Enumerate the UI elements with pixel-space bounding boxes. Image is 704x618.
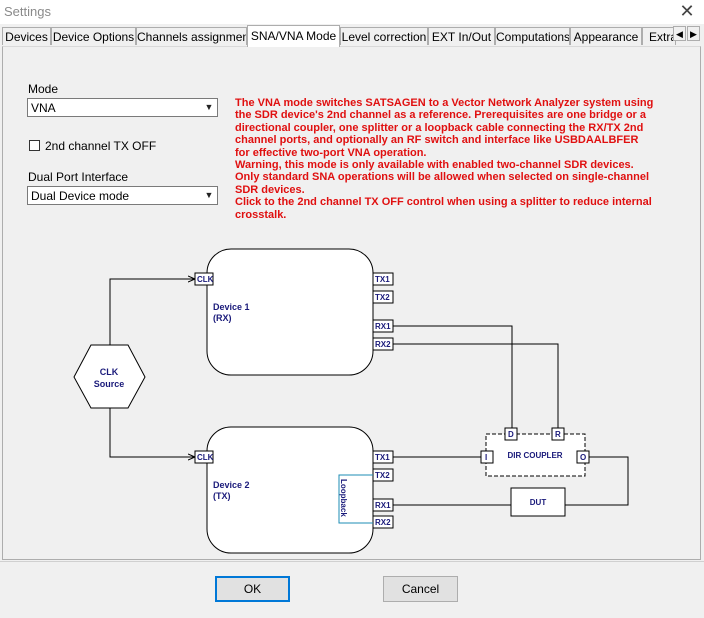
cancel-button[interactable]: Cancel	[383, 576, 458, 602]
coupler-port-label: I	[485, 453, 487, 462]
dir-coupler-label: DIR COUPLER	[507, 451, 562, 460]
port-label: TX1	[375, 453, 390, 462]
info-line: Warning, this mode is only available wit…	[235, 159, 634, 172]
coupler-port-i	[480, 450, 494, 464]
device1-name: Device 1	[213, 302, 250, 312]
device2-sub: (TX)	[213, 491, 231, 501]
port-label: TX2	[375, 293, 390, 302]
port-clk-1	[194, 272, 214, 286]
port-label: TX1	[375, 275, 390, 284]
clk-wire-device1	[109, 279, 195, 345]
mode-value: VNA	[31, 101, 56, 115]
tab-scroll-right-icon[interactable]: ▶	[687, 26, 700, 41]
port-label: RX2	[375, 340, 391, 349]
clk-source-hexagon	[73, 344, 146, 409]
port-label: RX1	[375, 501, 391, 510]
port-label: CLK	[197, 453, 214, 462]
mode-select[interactable]: VNA ▼	[27, 98, 218, 117]
port-tx1-1	[372, 272, 394, 286]
second-channel-checkbox[interactable]	[29, 140, 40, 151]
clk-source-line2: Source	[94, 379, 125, 389]
info-line: SDR devices.	[235, 183, 305, 196]
coupler-port-o	[576, 450, 590, 464]
mode-label: Mode	[28, 82, 59, 96]
info-line: directional coupler, one splitter or a l…	[235, 121, 644, 134]
tab-devices[interactable]: Devices	[2, 27, 51, 45]
tab-computations[interactable]: Computations	[495, 27, 570, 45]
coupler-port-d	[504, 427, 518, 441]
device2-name: Device 2	[213, 480, 250, 490]
port-rx2-2	[372, 515, 394, 529]
dut-label: DUT	[530, 498, 547, 507]
info-line: Only standard SNA operations will be all…	[235, 171, 650, 184]
device2-box	[206, 426, 374, 554]
port-label: RX1	[375, 322, 391, 331]
port-clk-2	[194, 450, 214, 464]
tab-extra[interactable]: Extra	[642, 27, 676, 45]
tab-sna-vna-mode[interactable]: SNA/VNA Mode	[247, 25, 340, 47]
info-line: crosstalk.	[235, 208, 287, 221]
tab-scroll-left-icon[interactable]: ◀	[673, 26, 686, 41]
title-bar: Settings ✕	[0, 0, 704, 24]
device1-sub: (RX)	[213, 313, 232, 323]
loopback-label: Loopback	[339, 479, 348, 517]
info-line: channel ports, and optionally an RF swit…	[235, 134, 639, 147]
tab-ext-in-out[interactable]: EXT In/Out	[428, 27, 495, 45]
divider	[0, 561, 704, 562]
coupler-port-label: O	[580, 453, 586, 462]
tab-appearance[interactable]: Appearance	[570, 27, 642, 45]
info-line: the SDR device's 2nd channel as a refere…	[235, 109, 647, 122]
coupler-port-r	[551, 427, 565, 441]
vna-info-text: The VNA mode switches SATSAGEN to a Vect…	[235, 97, 695, 221]
dir-coupler-box	[485, 433, 586, 477]
device1-box	[206, 248, 374, 376]
close-icon[interactable]: ✕	[679, 1, 695, 21]
second-channel-label: 2nd channel TX OFF	[45, 139, 157, 153]
coupler-port-label: D	[508, 430, 514, 439]
port-tx2-1	[372, 290, 394, 304]
clk-source-line1: CLK	[100, 367, 119, 377]
loopback-cable	[338, 474, 373, 524]
tab-strip: Devices Device Options Channels assignme…	[0, 25, 704, 47]
port-label: RX2	[375, 518, 391, 527]
info-line: Click to the 2nd channel TX OFF control …	[235, 196, 652, 209]
chevron-down-icon: ▼	[204, 190, 214, 200]
dual-port-label: Dual Port Interface	[28, 170, 129, 184]
window-title: Settings	[4, 4, 51, 19]
clk-wire-device2	[109, 408, 195, 457]
tab-channels-assignment[interactable]: Channels assignment	[136, 27, 247, 45]
dut-box	[510, 487, 566, 517]
chevron-down-icon: ▼	[204, 102, 214, 112]
info-line: The VNA mode switches SATSAGEN to a Vect…	[235, 97, 654, 109]
dual-port-value: Dual Device mode	[31, 189, 130, 203]
wire-o-to-dut	[565, 456, 629, 506]
wire-rx2-to-r	[393, 343, 559, 428]
tab-level-correction[interactable]: Level correction	[340, 27, 428, 45]
tab-device-options[interactable]: Device Options	[51, 27, 136, 45]
coupler-port-label: R	[555, 430, 561, 439]
wire-rx1-to-d	[393, 325, 513, 428]
port-label: TX2	[375, 471, 390, 480]
dual-port-select[interactable]: Dual Device mode ▼	[27, 186, 218, 205]
port-label: CLK	[197, 275, 214, 284]
ok-button[interactable]: OK	[215, 576, 290, 602]
info-line: for effective two-port VNA operation.	[235, 146, 427, 159]
